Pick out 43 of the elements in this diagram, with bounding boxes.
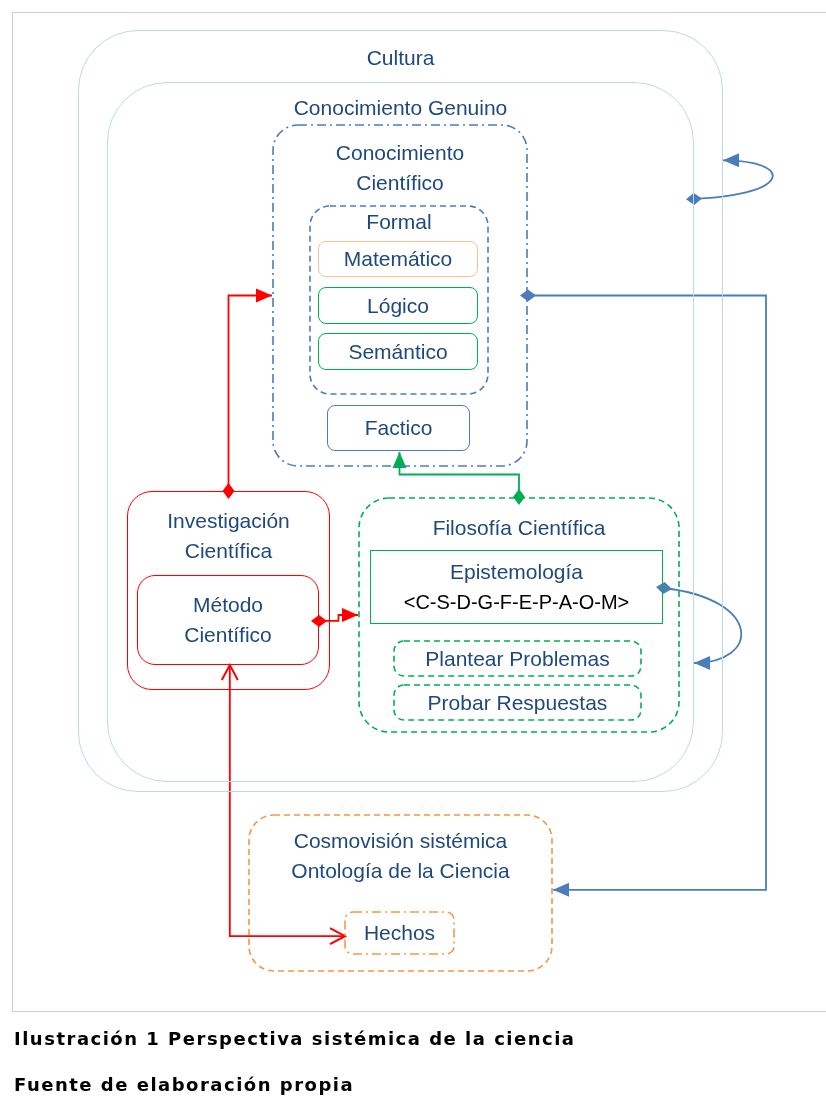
connector-arrow [686, 154, 774, 205]
process-box [318, 333, 478, 370]
process-box [327, 405, 470, 451]
process-box [370, 550, 663, 624]
node-label: Lógico [367, 292, 429, 319]
connector-arrow [656, 582, 742, 669]
group-box [127, 491, 330, 690]
figure-caption: Ilustración 1 Perspectiva sistémica de la ciencia [14, 1028, 576, 1049]
node-label: Cosmovisión sistémica [293, 828, 508, 854]
connector-arrow [311, 608, 359, 627]
node-label: <C-S-D-G-F-E-P-A-O-M> [403, 590, 630, 615]
node-label: Plantear Problemas [425, 645, 610, 672]
process-box [318, 287, 478, 324]
node-label: Hechos [363, 920, 436, 946]
process-box [318, 241, 478, 277]
node-label: Matemático [343, 246, 453, 272]
node-label: Conocimiento Científico [334, 140, 466, 196]
group-box [107, 82, 694, 782]
group-box [78, 30, 723, 792]
connector-arrow [222, 288, 273, 499]
node-label: Formal [366, 209, 432, 235]
node-label: Epistemología [449, 559, 584, 585]
group-box [248, 814, 553, 972]
node-label: Cultura [366, 45, 435, 71]
node-label: Ontología de la Ciencia [291, 858, 510, 884]
group-box [272, 124, 528, 467]
process-box [393, 640, 642, 677]
connector-arrow [392, 451, 525, 505]
process-box [344, 911, 455, 955]
process-box [137, 575, 319, 665]
node-label: Método Científico [183, 592, 273, 648]
group-box [309, 205, 489, 395]
node-label: Investigación Científica [166, 508, 291, 564]
node-label: Semántico [348, 338, 448, 365]
source-note: Fuente de elaboración propia [14, 1074, 355, 1095]
node-label: Conocimiento Genuino [293, 95, 508, 121]
group-box [358, 497, 680, 733]
process-box [393, 684, 642, 721]
connector-arrow [220, 664, 346, 946]
node-label: Factico [364, 415, 433, 441]
node-label: Filosofía Científica [432, 515, 606, 541]
node-label: Probar Respuestas [427, 689, 608, 716]
connector-arrow [520, 289, 767, 897]
